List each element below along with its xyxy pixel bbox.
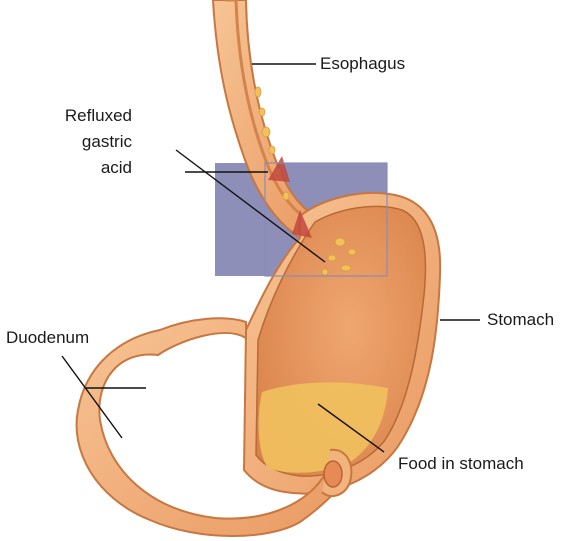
duodenum-lumen	[324, 461, 342, 487]
food-in-stomach-label: Food in stomach	[398, 452, 524, 476]
stomach-label: Stomach	[487, 308, 554, 332]
esophagus-label: Esophagus	[320, 52, 405, 76]
refluxed-label-line3: acid	[40, 156, 132, 180]
refluxed-label-line1: Refluxed	[40, 104, 132, 128]
refluxed-label-line2: gastric	[40, 130, 132, 154]
duodenum-label: Duodenum	[6, 326, 89, 350]
